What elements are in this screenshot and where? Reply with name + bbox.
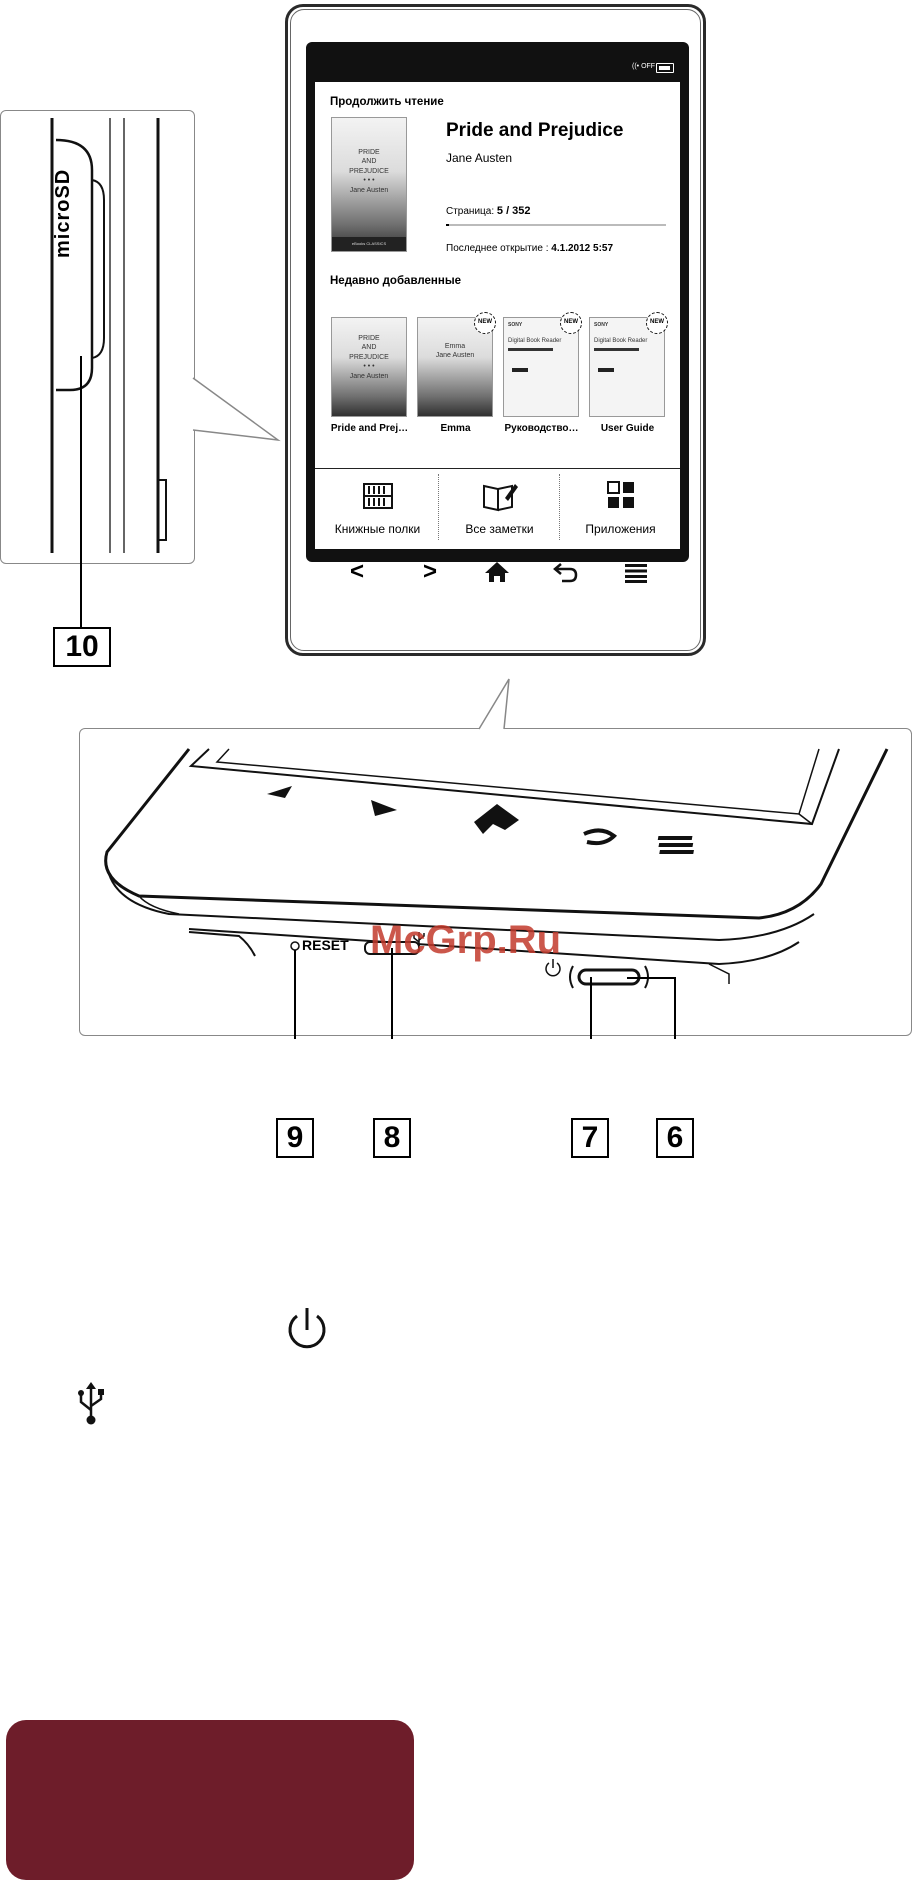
cover-title-line: PREJUDICE (349, 167, 389, 175)
cover-title-line: PRIDE (358, 149, 380, 156)
status-bar (315, 58, 680, 82)
page-label: Страница: (446, 206, 495, 217)
reading-progress-track (446, 224, 666, 226)
cover-title-line: AND (361, 158, 377, 166)
wifi-status-label: OFF (641, 63, 656, 70)
current-book-cover[interactable]: PRIDE AND PREJUDICE • • • Jane Austen eB… (331, 117, 407, 252)
cover-author: Jane Austen (349, 186, 389, 194)
microsd-zoom-panel (0, 110, 195, 564)
nav-all-notes[interactable]: Все заметки (439, 470, 560, 548)
menu-icon[interactable] (624, 563, 648, 583)
cover-line: AND (361, 344, 377, 352)
cover-bar (508, 348, 553, 351)
next-page-icon[interactable]: > (422, 558, 437, 585)
callout-10: 10 (53, 627, 111, 667)
bottom-edge-drawing (104, 678, 889, 1039)
nav-divider (559, 474, 560, 540)
nav-applications-label: Приложения (585, 522, 656, 536)
recent-book-caption[interactable]: Руководство… (504, 423, 579, 434)
nav-all-notes-label: Все заметки (465, 522, 534, 536)
cover-footer: eBooks CLASSICS (332, 237, 406, 251)
nav-bookshelves[interactable]: Книжные полки (317, 470, 438, 548)
page-value: 5 / 352 (496, 205, 531, 217)
section-tab-block (6, 1720, 414, 1880)
usb-icon (78, 1382, 104, 1425)
recent-book-caption[interactable]: Pride and Prej… (330, 423, 409, 434)
cover-bar (594, 348, 639, 351)
wifi-off-indicator: ((• OFF (632, 63, 655, 70)
prev-page-icon[interactable]: < (349, 558, 364, 585)
last-opened-label: Последнее открытие : (446, 243, 549, 254)
cover-dots: • • • (363, 177, 375, 185)
recent-book-cover[interactable]: PRIDE AND PREJUDICE • • • Jane Austen (331, 317, 407, 417)
power-icon (288, 1308, 326, 1349)
recent-book-caption[interactable]: Emma (440, 423, 471, 434)
current-book-title[interactable]: Pride and Prejudice (446, 120, 624, 141)
microsd-slot-label: microSD (52, 168, 74, 258)
cover-line: • • • (363, 363, 375, 371)
cover-button-graphic (512, 368, 528, 372)
reading-progress-fill (446, 224, 450, 226)
recent-book-cover[interactable]: Emma Jane Austen (417, 317, 493, 417)
new-badge: NEW (560, 312, 582, 334)
continue-reading-heading: Продолжить чтение (330, 96, 444, 108)
cover-title: Digital Book Reader (508, 338, 562, 344)
last-opened-value: 4.1.2012 5:57 (551, 243, 614, 254)
cover-line: Jane Austen (435, 352, 475, 360)
cover-button-graphic (598, 368, 614, 372)
new-badge: NEW (646, 312, 668, 334)
cover-brand: SONY (594, 322, 609, 328)
callout-7: 7 (571, 1118, 609, 1158)
watermark-text: McGrp.Ru (370, 918, 562, 962)
callout-leader-10 (80, 356, 82, 628)
microsd-zoom-drawing (50, 118, 281, 553)
battery-icon (656, 63, 674, 73)
page-indicator: Страница: 5 / 352 (446, 205, 531, 217)
recent-book-cover[interactable]: SONY Digital Book Reader (589, 317, 665, 417)
cover-brand: SONY (508, 322, 523, 328)
cover-line: Emma (444, 343, 466, 350)
callout-8: 8 (373, 1118, 411, 1158)
apps-grid-icon (607, 481, 634, 508)
bookshelf-icon (363, 483, 393, 509)
recent-book-cover[interactable]: SONY Digital Book Reader (503, 317, 579, 417)
nav-applications[interactable]: Приложения (560, 470, 681, 548)
notes-icon (483, 484, 518, 512)
recent-heading: Недавно добавленные (330, 275, 462, 287)
wifi-icon: ((• (632, 63, 640, 70)
home-icon[interactable] (484, 561, 510, 583)
recent-book-caption[interactable]: User Guide (600, 423, 655, 434)
reader-device-inner-edge (290, 9, 701, 651)
nav-bookshelves-label: Книжные полки (334, 522, 421, 536)
current-book-author: Jane Austen (446, 151, 513, 165)
cover-line: PRIDE (358, 335, 380, 342)
power-small-icon (545, 959, 561, 977)
cover-line: PREJUDICE (349, 353, 389, 361)
bottom-edge-zoom-panel (79, 728, 912, 1036)
reset-label: RESET (302, 937, 349, 953)
cover-line: Jane Austen (349, 372, 389, 380)
back-icon[interactable] (553, 561, 579, 583)
usb-small-icon (413, 932, 425, 948)
nav-divider (438, 474, 439, 540)
cover-title: Digital Book Reader (594, 338, 648, 344)
callout-6: 6 (656, 1118, 694, 1158)
new-badge: NEW (474, 312, 496, 334)
last-opened: Последнее открытие : 4.1.2012 5:57 (446, 243, 613, 254)
callout-9: 9 (276, 1118, 314, 1158)
